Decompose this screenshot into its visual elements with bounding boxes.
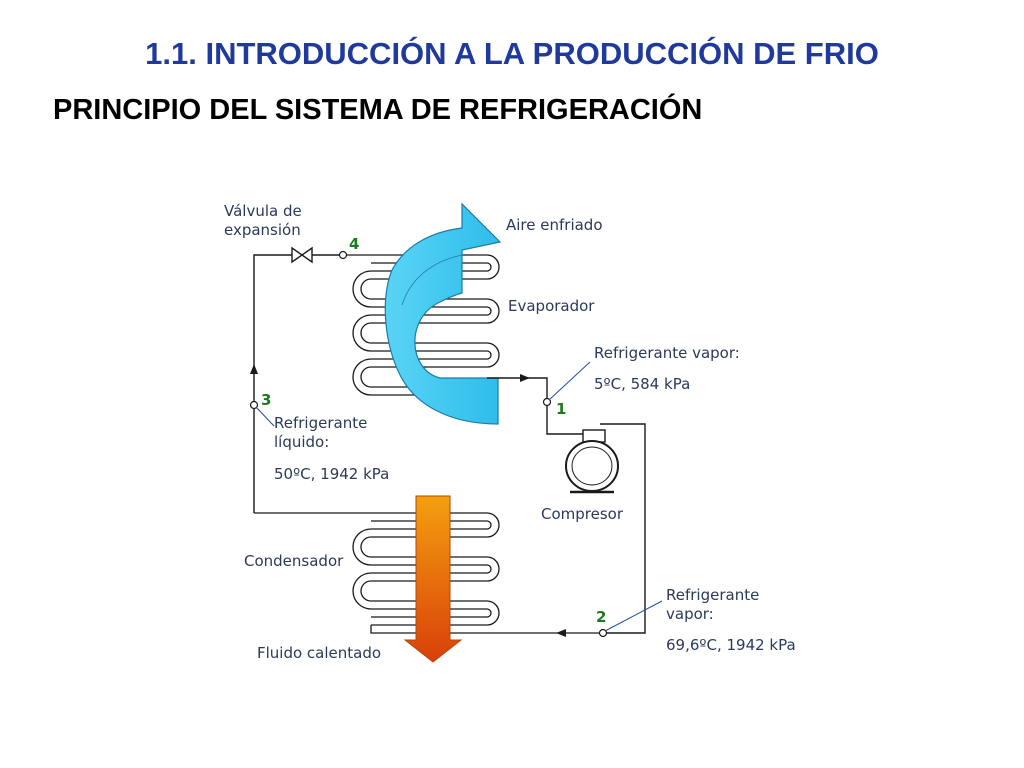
evaporator-coil [343, 254, 500, 396]
valve-label-line1: Válvula de [224, 202, 302, 220]
slide-title: 1.1. INTRODUCCIÓN A LA PRODUCCIÓN DE FRI… [145, 36, 879, 71]
flow-arrow-up [250, 364, 258, 374]
point3-label-line2: líquido: [274, 433, 329, 451]
point-2-marker [598, 628, 608, 638]
heated-fluid-label: Fluido calentado [257, 644, 381, 662]
heated-fluid-arrow [403, 495, 463, 663]
condenser-label: Condensador [244, 552, 344, 570]
expansion-valve [291, 246, 313, 264]
air-cooled-label: Aire enfriado [506, 216, 603, 234]
point-4-marker [338, 250, 348, 260]
flow-arrow-left [556, 629, 566, 637]
point2-label-line1: Refrigerante [666, 586, 759, 604]
point-1-marker [542, 397, 552, 407]
compressor [565, 429, 619, 494]
point-3-number: 3 [261, 391, 271, 409]
compressor-label: Compresor [541, 505, 624, 523]
point1-label-line1: Refrigerante vapor: [594, 344, 740, 362]
evaporator-label: Evaporador [508, 297, 595, 315]
leader-lines [255, 361, 663, 632]
point-1-number: 1 [556, 400, 566, 418]
flow-arrow-right [520, 374, 530, 382]
point1-label-line2: 5ºC, 584 kPa [594, 375, 690, 393]
cold-air-arrow [384, 202, 502, 425]
point2-label-line3: 69,6ºC, 1942 kPa [666, 636, 796, 654]
point-2-number: 2 [596, 608, 606, 626]
point-4-number: 4 [349, 235, 359, 253]
condenser-coil [254, 512, 603, 634]
point3-label-line3: 50ºC, 1942 kPa [274, 465, 389, 483]
point3-label-line1: Refrigerante [274, 414, 367, 432]
point2-label-line2: vapor: [666, 605, 714, 623]
slide-subtitle: PRINCIPIO DEL SISTEMA DE REFRIGERACIÓN [53, 94, 703, 126]
valve-label-line2: expansión [224, 221, 301, 239]
refrigerant-piping [250, 254, 646, 637]
point-markers [249, 250, 608, 638]
point-3-marker [249, 400, 259, 410]
